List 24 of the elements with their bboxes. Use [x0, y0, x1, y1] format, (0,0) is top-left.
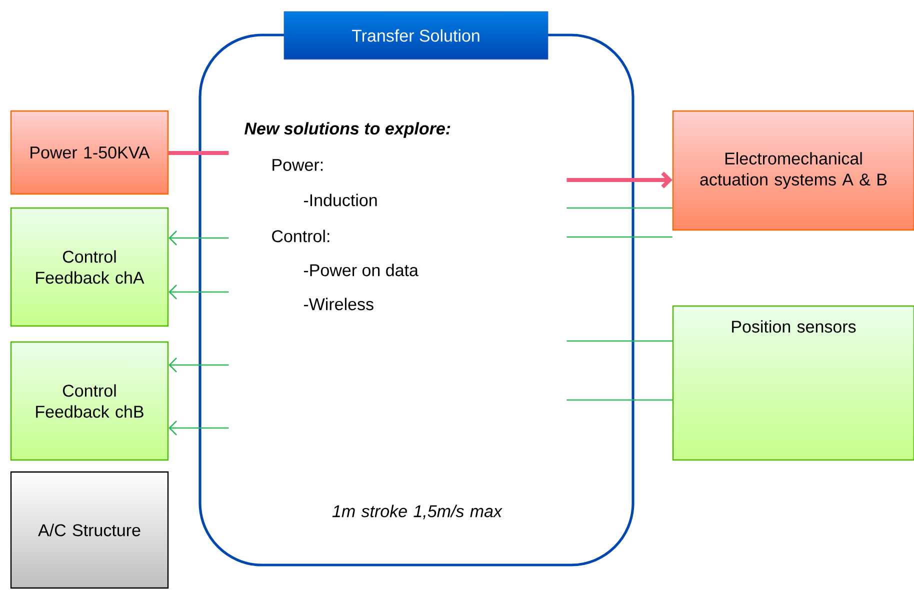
list-item: -Wireless — [304, 298, 374, 310]
connector — [566, 399, 672, 401]
structure-box: A/C Structure — [10, 471, 169, 589]
header-tab: Transfer Solution — [284, 11, 548, 60]
list-item: Control: — [272, 230, 330, 242]
connector — [168, 151, 229, 155]
power-box: Power 1-50KVA — [10, 110, 169, 195]
heading-text: New solutions to explore: — [244, 122, 450, 138]
connector — [566, 172, 672, 188]
connector — [168, 284, 229, 300]
connector — [168, 230, 229, 246]
actuation-box: Electromechanical actuation systems A & B — [672, 110, 914, 231]
feedback-box: Control Feedback chB — [10, 341, 169, 461]
list-item: Power: — [272, 159, 323, 171]
connector — [168, 358, 229, 372]
sensor-box: Position sensors — [672, 305, 914, 461]
feedback-box: Control Feedback chA — [10, 207, 169, 327]
connector — [168, 420, 229, 436]
connector — [566, 340, 672, 342]
connector — [566, 207, 672, 209]
connector — [566, 236, 672, 238]
note-text: 1m stroke 1,5m/s max — [332, 504, 502, 520]
list-item: -Power on data — [304, 264, 418, 276]
list-item: -Induction — [304, 194, 377, 206]
